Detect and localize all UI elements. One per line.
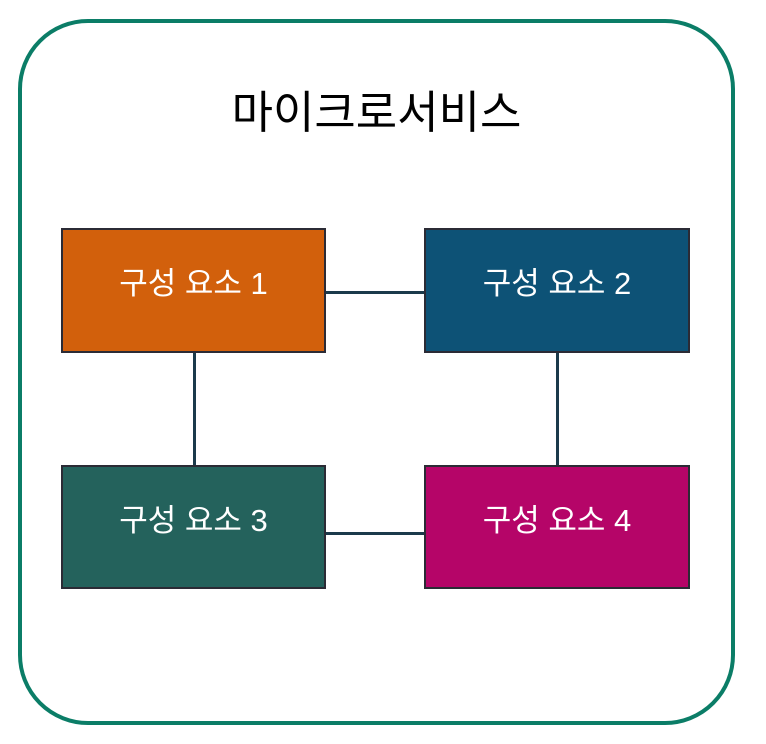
- microservices-container: [18, 19, 735, 725]
- connector-component3-component4: [325, 532, 425, 535]
- node-component-3-label: 구성 요소 3: [119, 502, 268, 538]
- connector-component1-component2: [325, 291, 425, 294]
- node-component-2[interactable]: 구성 요소 2: [424, 228, 690, 353]
- node-component-4-label: 구성 요소 4: [482, 502, 632, 538]
- node-component-3[interactable]: 구성 요소 3: [61, 465, 326, 589]
- page-title: 마이크로서비스: [231, 87, 522, 138]
- connector-component1-component3: [193, 352, 196, 466]
- node-component-1[interactable]: 구성 요소 1: [61, 228, 326, 353]
- node-component-1-label: 구성 요소 1: [119, 266, 268, 302]
- node-component-4[interactable]: 구성 요소 4: [424, 465, 690, 589]
- node-component-2-label: 구성 요소 2: [482, 266, 632, 302]
- connector-component2-component4: [556, 351, 559, 466]
